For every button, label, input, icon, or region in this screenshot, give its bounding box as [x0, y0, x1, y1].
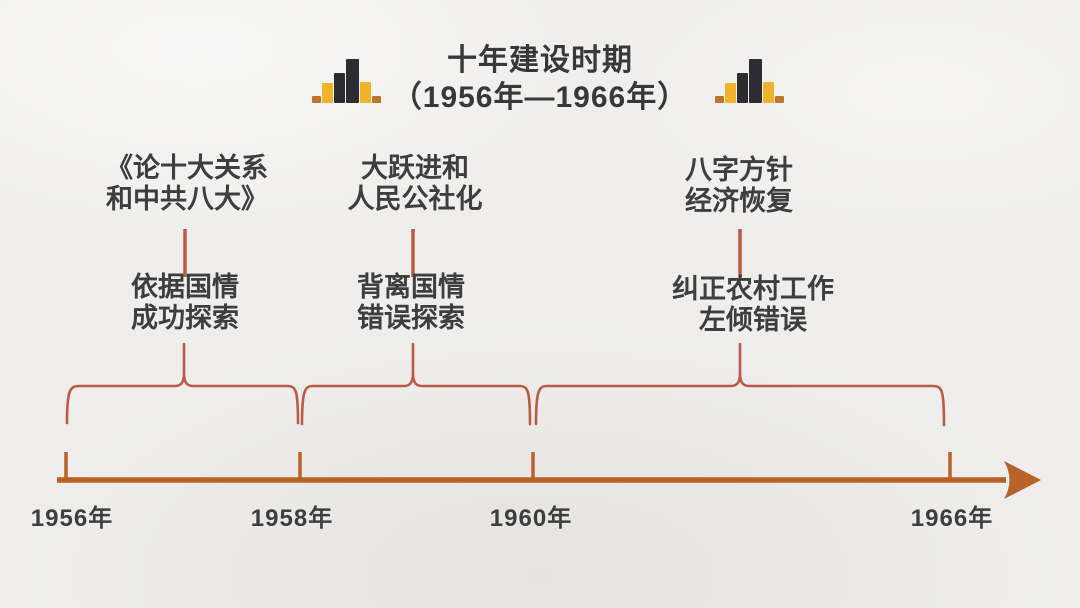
bracket-1958-1960 — [300, 342, 532, 426]
event-desc-line: 成功探索 — [131, 303, 239, 333]
date-label-1958: 1958年 — [250, 505, 334, 532]
event-title-1: 《论十大关系 和中共八大》 — [106, 153, 268, 215]
event-title-line: 八字方针 — [685, 155, 793, 185]
event-desc-line: 错误探索 — [357, 303, 465, 333]
event-title-2: 大跃进和 人民公社化 — [348, 153, 483, 215]
event-desc-line: 依据国情 — [131, 272, 239, 302]
event-title-line: 《论十大关系 — [106, 153, 268, 183]
event-desc-line: 背离国情 — [357, 272, 465, 302]
date-label-1966: 1966年 — [910, 505, 994, 532]
event-title-line: 人民公社化 — [347, 184, 483, 214]
event-title-line: 经济恢复 — [685, 186, 793, 216]
bar-chart-icon — [311, 56, 381, 103]
bar-chart-icon — [714, 56, 784, 103]
event-title-line: 和中共八大》 — [106, 184, 268, 214]
event-desc-line: 纠正农村工作 — [672, 274, 834, 304]
title-line1: 十年建设时期 — [446, 44, 633, 77]
event-title-3: 八字方针 经济恢复 — [685, 155, 793, 217]
event-desc-3: 纠正农村工作 左倾错误 — [672, 274, 834, 336]
date-label-1960: 1960年 — [489, 505, 573, 532]
title-line2: （1956年—1966年） — [391, 81, 689, 114]
arrow-right-icon — [1004, 461, 1041, 499]
event-title-line: 大跃进和 — [361, 153, 469, 183]
page-title: 十年建设时期 （1956年—1966年） — [392, 42, 688, 116]
date-label-1956: 1956年 — [30, 505, 114, 532]
event-desc-1: 依据国情 成功探索 — [131, 272, 239, 334]
event-desc-line: 左倾错误 — [699, 305, 807, 335]
bracket-1960-1966 — [534, 342, 946, 427]
event-desc-2: 背离国情 错误探索 — [357, 272, 465, 334]
bracket-1956-1958 — [65, 342, 300, 425]
